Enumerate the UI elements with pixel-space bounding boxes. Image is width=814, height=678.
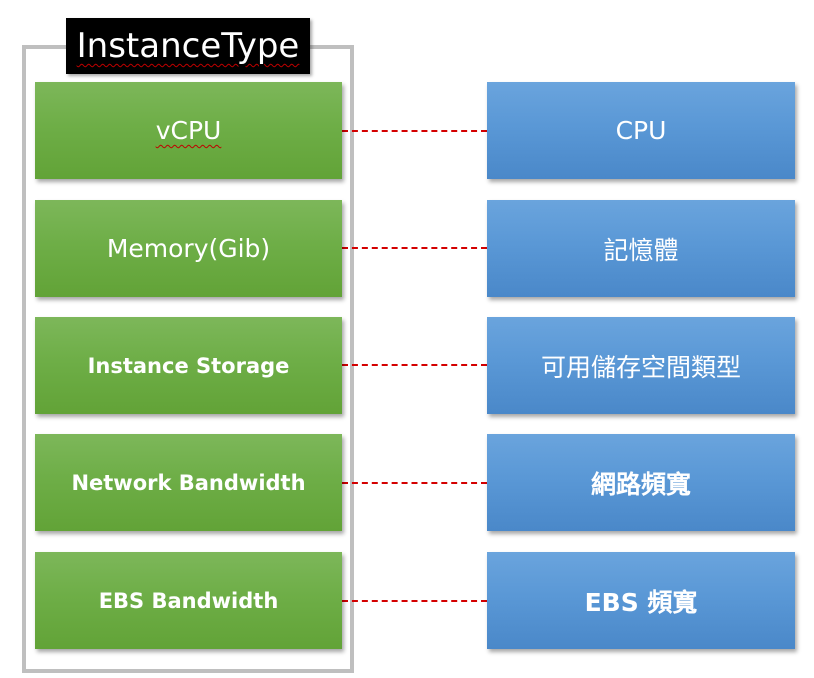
right-box-cpu: CPU xyxy=(487,82,795,179)
dashed-connector xyxy=(342,482,487,484)
right-box-memory: 記憶體 xyxy=(487,200,795,297)
left-box-ebs-bandwidth: EBS Bandwidth xyxy=(35,552,342,649)
right-box-label: CPU xyxy=(615,116,667,145)
right-box-storage: 可用儲存空間類型 xyxy=(487,317,795,414)
left-box-instance-storage: Instance Storage xyxy=(35,317,342,414)
left-box-label: Memory(Gib) xyxy=(106,234,271,263)
left-box-label: Instance Storage xyxy=(87,353,290,378)
right-box-label: 記憶體 xyxy=(603,235,679,265)
right-box-network-bandwidth: 網路頻寬 xyxy=(487,434,795,531)
group-title: InstanceType xyxy=(66,18,310,74)
left-box-memory: Memory(Gib) xyxy=(35,200,342,297)
dashed-connector xyxy=(342,247,487,249)
right-box-ebs-bandwidth: EBS 頻寬 xyxy=(487,552,795,649)
left-box-label: vCPU xyxy=(155,116,222,145)
right-box-label: 網路頻寬 xyxy=(590,469,691,499)
left-box-label: EBS Bandwidth xyxy=(98,588,279,613)
left-box-label: Network Bandwidth xyxy=(71,470,306,495)
left-box-vcpu: vCPU xyxy=(35,82,342,179)
right-box-label: EBS 頻寬 xyxy=(584,587,698,617)
left-box-network-bandwidth: Network Bandwidth xyxy=(35,434,342,531)
dashed-connector xyxy=(342,600,487,602)
group-title-text: InstanceType xyxy=(76,26,300,66)
dashed-connector xyxy=(342,130,487,132)
dashed-connector xyxy=(342,364,487,366)
right-box-label: 可用儲存空間類型 xyxy=(540,352,741,382)
